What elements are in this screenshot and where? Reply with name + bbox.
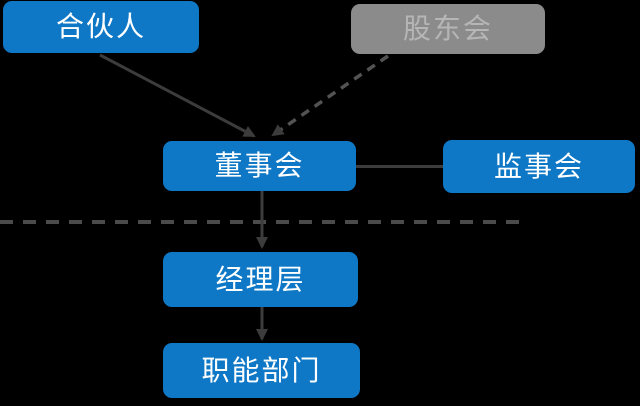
node-supervisory-board: 监事会 — [443, 140, 635, 193]
node-functional-departments: 职能部门 — [163, 343, 360, 398]
node-management-level: 经理层 — [163, 252, 358, 307]
node-board-of-directors: 董事会 — [163, 141, 356, 191]
edge-shareholders-to-board — [271, 54, 389, 137]
node-shareholders-meeting: 股东会 — [351, 4, 545, 54]
node-shareholders-meeting-label: 股东会 — [402, 13, 493, 44]
node-board-of-directors-label: 董事会 — [214, 150, 305, 181]
edge-partner-to-board — [99, 53, 256, 138]
node-management-level-label: 经理层 — [215, 263, 306, 295]
node-partner-label: 合伙人 — [55, 11, 146, 42]
node-partner: 合伙人 — [3, 1, 199, 53]
node-functional-departments-label: 职能部门 — [201, 354, 322, 386]
node-supervisory-board-label: 监事会 — [493, 150, 584, 182]
